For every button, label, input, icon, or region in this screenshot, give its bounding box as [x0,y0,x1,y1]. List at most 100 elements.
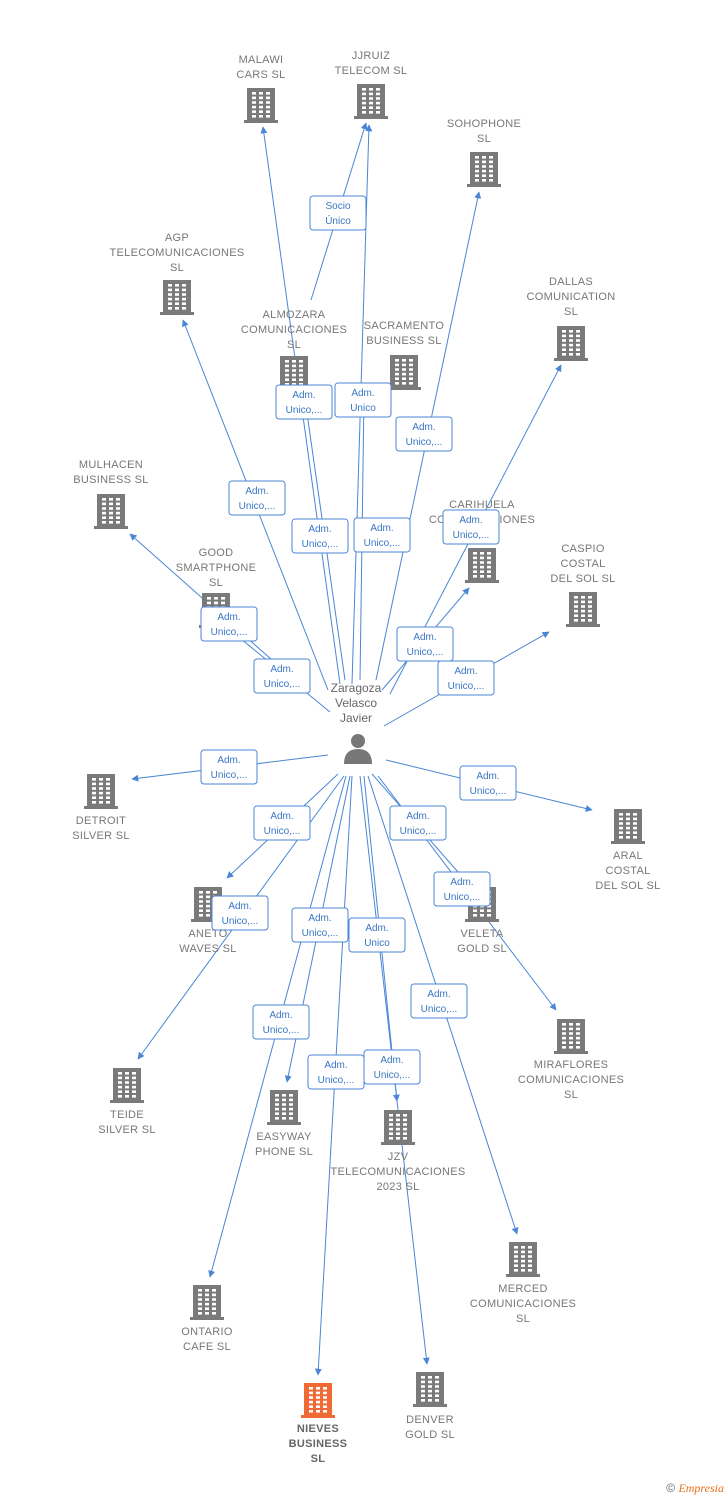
edge-label-detroit[interactable]: Adm.Unico,... [200,749,258,785]
edge-label-nieves[interactable]: Adm.Unico,... [307,1054,365,1090]
company-node-easyway[interactable]: EASYWAY PHONE SL [255,1090,313,1158]
company-label[interactable]: ALMOZARA [263,309,326,321]
person-name-label[interactable]: Velasco [335,696,377,710]
company-label[interactable]: MULHACEN [79,459,143,471]
company-label[interactable]: ARAL [613,850,643,862]
company-label[interactable]: SL [564,306,578,318]
company-node-malawi[interactable]: MALAWI CARS SL [236,54,285,123]
company-label[interactable]: VELETA [460,928,504,940]
company-node-dallas[interactable]: DALLAS COMUNICATION SL [527,276,616,361]
edge-label-aral[interactable]: Adm.Unico,... [459,765,517,801]
company-label[interactable]: DEL SOL SL [550,573,615,585]
brand-logo[interactable]: Empresia [678,1481,724,1495]
company-label[interactable]: DETROIT [76,815,126,827]
company-node-miraflores[interactable]: MIRAFLORES COMUNICACIONES SL [518,1019,624,1101]
company-label[interactable]: MERCED [498,1283,547,1295]
edge-label-agp[interactable]: Adm.Unico,... [228,480,286,516]
edge-label-ontario[interactable]: Adm.Unico,... [252,1004,310,1040]
edge-label-carihuela[interactable]: Adm.Unico,... [442,509,500,545]
company-label[interactable]: SL [516,1313,530,1325]
edge-label-sacramento[interactable]: Adm.Unico [334,382,392,418]
edge-label-sohophone[interactable]: Adm.Unico,... [395,416,453,452]
company-label[interactable]: AGP [165,232,189,244]
edge-label-jzv[interactable]: Adm.Unico [348,917,406,953]
company-node-agp[interactable]: AGP TELECOMUNICACIONES SL [110,232,245,315]
person-name-label[interactable]: Javier [340,711,372,725]
company-label[interactable]: SL [209,577,223,589]
edge-label-denver[interactable]: Adm.Unico,... [363,1049,421,1085]
company-node-sacramento[interactable]: SACRAMENTO BUSINESS SL [364,320,445,390]
company-label[interactable]: NIEVES [297,1423,339,1435]
edge-label-caspio[interactable]: Adm.Unico,... [437,660,495,696]
company-label[interactable]: DEL SOL SL [595,880,660,892]
company-label[interactable]: 2023 SL [376,1181,419,1193]
company-label[interactable]: SL [311,1453,326,1465]
company-label[interactable]: TELECOMUNICACIONES [331,1166,466,1178]
company-label[interactable]: SMARTPHONE [176,562,256,574]
edge-label-jjruiz[interactable]: Adm.Unico,... [353,517,411,553]
company-label[interactable]: GOLD SL [457,943,507,955]
company-label[interactable]: CARS SL [236,69,285,81]
company-label[interactable]: SILVER SL [98,1124,156,1136]
edge-label-almozara[interactable]: Adm.Unico,... [275,384,333,420]
company-node-caspio[interactable]: CASPIO COSTAL DEL SOL SL [550,543,615,627]
edge-label-teide[interactable]: Adm.Unico,... [211,895,269,931]
company-label[interactable]: TELECOMUNICACIONES [110,247,245,259]
edge-label-easyway[interactable]: Adm.Unico,... [291,907,349,943]
company-label[interactable]: BUSINESS SL [73,474,148,486]
company-label[interactable]: DALLAS [549,276,593,288]
company-label[interactable]: COSTAL [561,558,606,570]
edge-label-malawi[interactable]: Adm.Unico,... [291,518,349,554]
company-node-teide[interactable]: TEIDE SILVER SL [98,1068,156,1136]
company-label[interactable]: PHONE SL [255,1146,313,1158]
company-node-sohophone[interactable]: SOHOPHONE SL [447,118,521,187]
company-node-nieves[interactable]: NIEVES BUSINESS SL [289,1383,348,1465]
company-label[interactable]: SL [477,133,491,145]
company-node-almozara[interactable]: ALMOZARA COMUNICACIONES SL [241,309,347,391]
company-label[interactable]: WAVES SL [179,943,236,955]
company-node-denver[interactable]: DENVER GOLD SL [405,1372,455,1441]
company-label[interactable]: BUSINESS [289,1438,348,1450]
edge-label-dallas[interactable]: Adm.Unico,... [396,626,454,662]
company-node-detroit[interactable]: DETROIT SILVER SL [72,774,130,842]
company-label[interactable]: DENVER [406,1414,454,1426]
edge-label-good[interactable]: Adm.Unico,... [253,658,311,694]
edge-label-mulhacen[interactable]: Adm.Unico,... [200,606,258,642]
company-label[interactable]: GOLD SL [405,1429,455,1441]
company-label[interactable]: JJRUIZ [352,50,390,62]
company-label[interactable]: SILVER SL [72,830,130,842]
company-node-aral[interactable]: ARAL COSTAL DEL SOL SL [595,809,660,892]
company-label[interactable]: SOHOPHONE [447,118,521,130]
company-label[interactable]: COMUNICATION [527,291,616,303]
company-label[interactable]: TEIDE [110,1109,144,1121]
company-node-jzv[interactable]: JZV TELECOMUNICACIONES 2023 SL [331,1110,466,1193]
company-node-mulhacen[interactable]: MULHACEN BUSINESS SL [73,459,148,529]
company-label[interactable]: MIRAFLORES [534,1059,609,1071]
company-label[interactable]: CAFE SL [183,1341,231,1353]
company-label[interactable]: GOOD [199,547,234,559]
company-label[interactable]: CARIHUELA [449,499,515,511]
company-label[interactable]: COSTAL [606,865,651,877]
edge-label-merced[interactable]: Adm.Unico,... [410,983,468,1019]
company-label[interactable]: SL [564,1089,578,1101]
company-label[interactable]: SL [287,339,301,351]
company-label[interactable]: CASPIO [561,543,605,555]
company-label[interactable]: COMUNICACIONES [518,1074,624,1086]
company-label[interactable]: TELECOM SL [335,65,408,77]
company-label[interactable]: BUSINESS SL [366,335,441,347]
company-label[interactable]: COMUNICACIONES [470,1298,576,1310]
company-label[interactable]: MALAWI [239,54,284,66]
company-label[interactable]: EASYWAY [256,1131,312,1143]
company-label[interactable]: COMUNICACIONES [241,324,347,336]
company-label[interactable]: ANETO [188,928,227,940]
edge-label-miraflores[interactable]: Adm.Unico,... [433,871,491,907]
company-node-jjruiz[interactable]: JJRUIZ TELECOM SL [335,50,408,119]
company-node-aneto[interactable]: ANETO WAVES SL [179,887,236,955]
edge-label-veleta[interactable]: Adm.Unico,... [389,805,447,841]
company-label[interactable]: JZV [388,1151,409,1163]
company-label[interactable]: SL [170,262,184,274]
company-label[interactable]: SACRAMENTO [364,320,445,332]
